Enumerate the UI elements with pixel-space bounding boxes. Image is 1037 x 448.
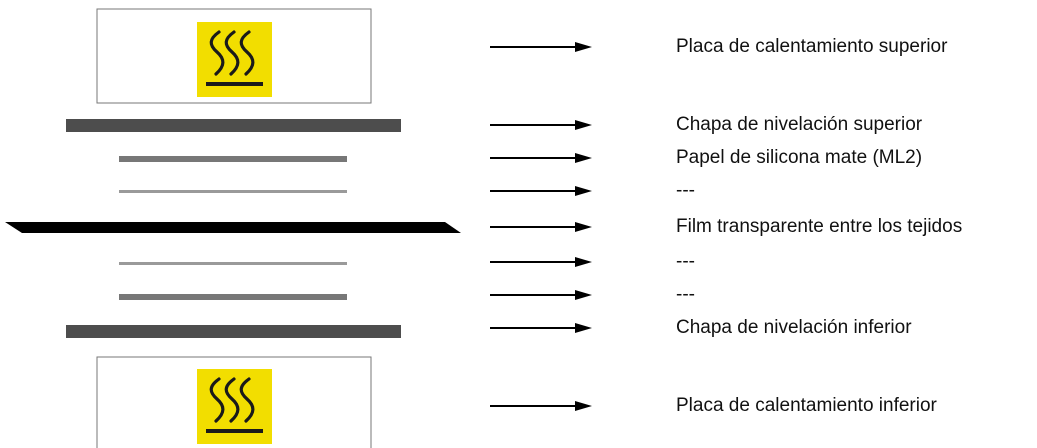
arrow-icon: [489, 41, 593, 53]
inner-layer-upper: [119, 190, 347, 193]
arrow-icon: [489, 256, 593, 268]
arrow-icon: [489, 185, 593, 197]
arrow-icon: [489, 400, 593, 412]
inner-layer-lower: [119, 262, 347, 265]
silicone-paper-lower: [119, 294, 347, 300]
lower-heating-plate: [96, 356, 372, 448]
upper-heating-plate: [96, 8, 372, 104]
label-lower-leveling-sheet: Chapa de nivelación inferior: [676, 317, 912, 338]
label-silicone-paper: Papel de silicona mate (ML2): [676, 147, 923, 168]
label-placeholder: ---: [676, 180, 695, 201]
label-lower-heating-plate: Placa de calentamiento inferior: [676, 395, 937, 416]
arrow-icon: [489, 119, 593, 131]
arrow-icon: [489, 152, 593, 164]
label-placeholder: ---: [676, 284, 695, 305]
arrow-icon: [489, 289, 593, 301]
label-upper-heating-plate: Placa de calentamiento superior: [676, 36, 948, 57]
upper-leveling-sheet: [66, 119, 401, 132]
hot-surface-warning-icon: [195, 367, 274, 446]
lower-leveling-sheet: [66, 325, 401, 338]
hot-surface-warning-icon: [195, 20, 274, 99]
silicone-paper-upper: [119, 156, 347, 162]
arrow-icon: [489, 322, 593, 334]
label-placeholder: ---: [676, 251, 695, 272]
label-upper-leveling-sheet: Chapa de nivelación superior: [676, 114, 923, 135]
label-transparent-film: Film transparente entre los tejidos: [676, 216, 963, 237]
arrow-icon: [489, 221, 593, 233]
transparent-film: [5, 222, 461, 233]
